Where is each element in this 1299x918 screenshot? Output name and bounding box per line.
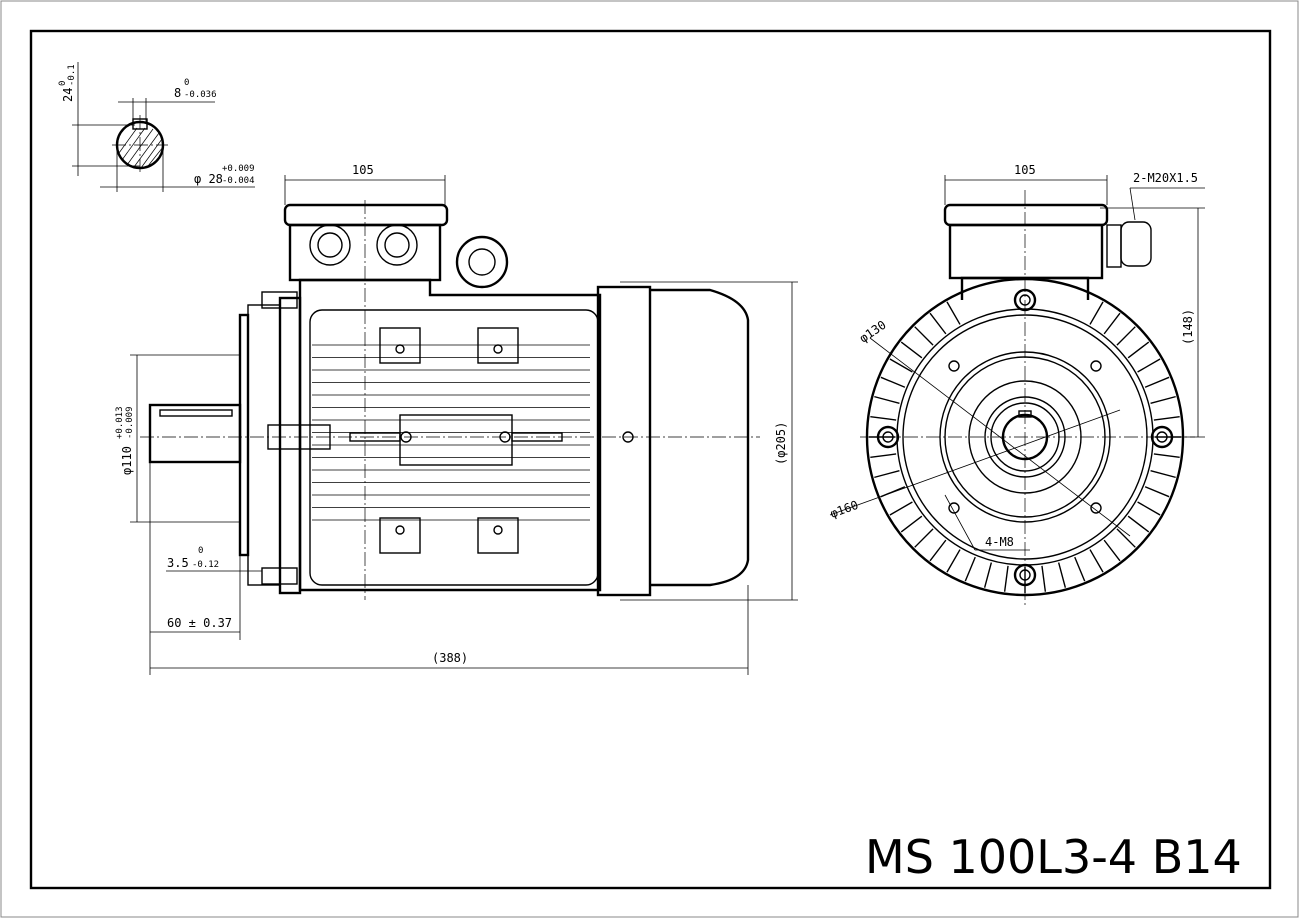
cooling-fin — [1150, 395, 1176, 405]
flange — [247, 304, 281, 586]
flange-offset-dim: 3.5 — [167, 556, 189, 570]
cooling-fin — [1089, 549, 1104, 573]
drawing-title: MS 100L3-4 B14 — [865, 830, 1242, 884]
mounting-pad — [477, 517, 519, 554]
cooling-fin — [929, 539, 947, 562]
cooling-fin — [1089, 301, 1104, 325]
spigot-diameter-dim: φ110 — [120, 446, 134, 475]
cooling-fin — [1103, 312, 1121, 335]
svg-text:-0.004: -0.004 — [222, 176, 255, 186]
cable-gland-dim: 2-M20X1.5 — [1133, 171, 1198, 185]
svg-text:-0.009: -0.009 — [125, 406, 135, 439]
cooling-fin — [880, 376, 906, 388]
flange-face — [238, 313, 250, 557]
cooling-fin — [983, 562, 993, 588]
svg-text:0: 0 — [198, 546, 203, 556]
svg-text:+0.013: +0.013 — [115, 406, 125, 439]
mounting-pad — [379, 327, 421, 364]
cooling-fin — [870, 415, 897, 421]
cooling-fin — [1057, 562, 1067, 588]
svg-text:-0.12: -0.12 — [192, 560, 219, 570]
cable-gland — [1120, 221, 1152, 267]
overall-length-dim: (388) — [432, 651, 468, 665]
threaded-hole — [948, 502, 960, 514]
cooling-fin — [1153, 415, 1180, 421]
shaft-end — [1001, 413, 1049, 461]
terminal-box — [288, 223, 442, 282]
cooling-fin — [874, 469, 900, 479]
cooling-fin — [1116, 326, 1136, 346]
svg-text:+0.009: +0.009 — [222, 164, 255, 174]
key-width-dim: 8 — [174, 86, 181, 100]
fan-cover-ring — [596, 285, 652, 597]
shaft-height-dim: (148) — [1181, 309, 1195, 345]
fan-cover — [650, 288, 750, 587]
svg-text:0: 0 — [184, 78, 189, 88]
threaded-holes-dim: 4-M8 — [985, 535, 1014, 549]
shaft-diameter-dim: φ 28 — [194, 172, 223, 186]
flange-face-circle — [939, 351, 1111, 523]
key-height-dim: 24 — [61, 88, 75, 102]
pcd-outer-dim: φ160 — [828, 498, 860, 521]
shaft-length-dim: 60 ± 0.37 — [167, 616, 232, 630]
cooling-fin — [964, 556, 976, 582]
side-view: 105 (φ205) (388) 60 ± 0.37 3.5 0 -0.12 φ… — [115, 163, 798, 675]
cooling-fin — [1003, 565, 1009, 592]
cooling-fin — [914, 528, 934, 548]
front-terminal-box — [948, 223, 1104, 280]
cooling-fin — [1127, 515, 1150, 533]
svg-text:-0.1: -0.1 — [67, 64, 77, 86]
pcd-inner-dim: φ130 — [857, 318, 889, 346]
cooling-fin — [1150, 469, 1176, 479]
cooling-fin — [889, 358, 913, 373]
front-terminal-box-width-dim: 105 — [1014, 163, 1036, 177]
threaded-hole — [1090, 502, 1102, 514]
cooling-fin — [870, 453, 897, 459]
cooling-fin — [1127, 341, 1150, 359]
cooling-fin — [946, 301, 961, 325]
mounting-pad — [477, 327, 519, 364]
cooling-fin — [929, 312, 947, 335]
cooling-fin — [889, 501, 913, 516]
cooling-fin — [946, 549, 961, 573]
cooling-fin — [1137, 501, 1161, 516]
terminal-box-width-dim: 105 — [352, 163, 374, 177]
threaded-hole — [948, 360, 960, 372]
cooling-fin — [1041, 565, 1047, 592]
cooling-fin — [874, 395, 900, 405]
cooling-fin — [1153, 453, 1180, 459]
cooling-fin — [1103, 539, 1121, 562]
lifting-eye — [455, 235, 509, 289]
threaded-hole — [1090, 360, 1102, 372]
cooling-fin — [900, 341, 923, 359]
shaft-section-detail: 24 0 -0.1 8 0 -0.036 φ 28 +0.009 -0.004 — [58, 62, 255, 192]
cooling-fin — [1144, 486, 1170, 498]
motor-body — [298, 278, 602, 592]
svg-text:0: 0 — [58, 81, 68, 86]
cooling-fin — [1144, 376, 1170, 388]
cooling-fin — [1137, 358, 1161, 373]
drawing-frame — [29, 29, 1272, 890]
terminal-box-lid — [283, 203, 449, 227]
mounting-pad — [379, 517, 421, 554]
shaft — [148, 403, 242, 464]
svg-text:-0.036: -0.036 — [184, 90, 217, 100]
front-terminal-box-lid — [943, 203, 1109, 227]
cooling-fin — [914, 326, 934, 346]
overall-height-dim: (φ205) — [774, 422, 788, 465]
cooling-fin — [1074, 556, 1086, 582]
cooling-fin — [900, 515, 923, 533]
front-view: 105 2-M20X1.5 (148) φ130 φ160 4-M8 — [828, 163, 1205, 605]
cooling-fin — [1116, 528, 1136, 548]
